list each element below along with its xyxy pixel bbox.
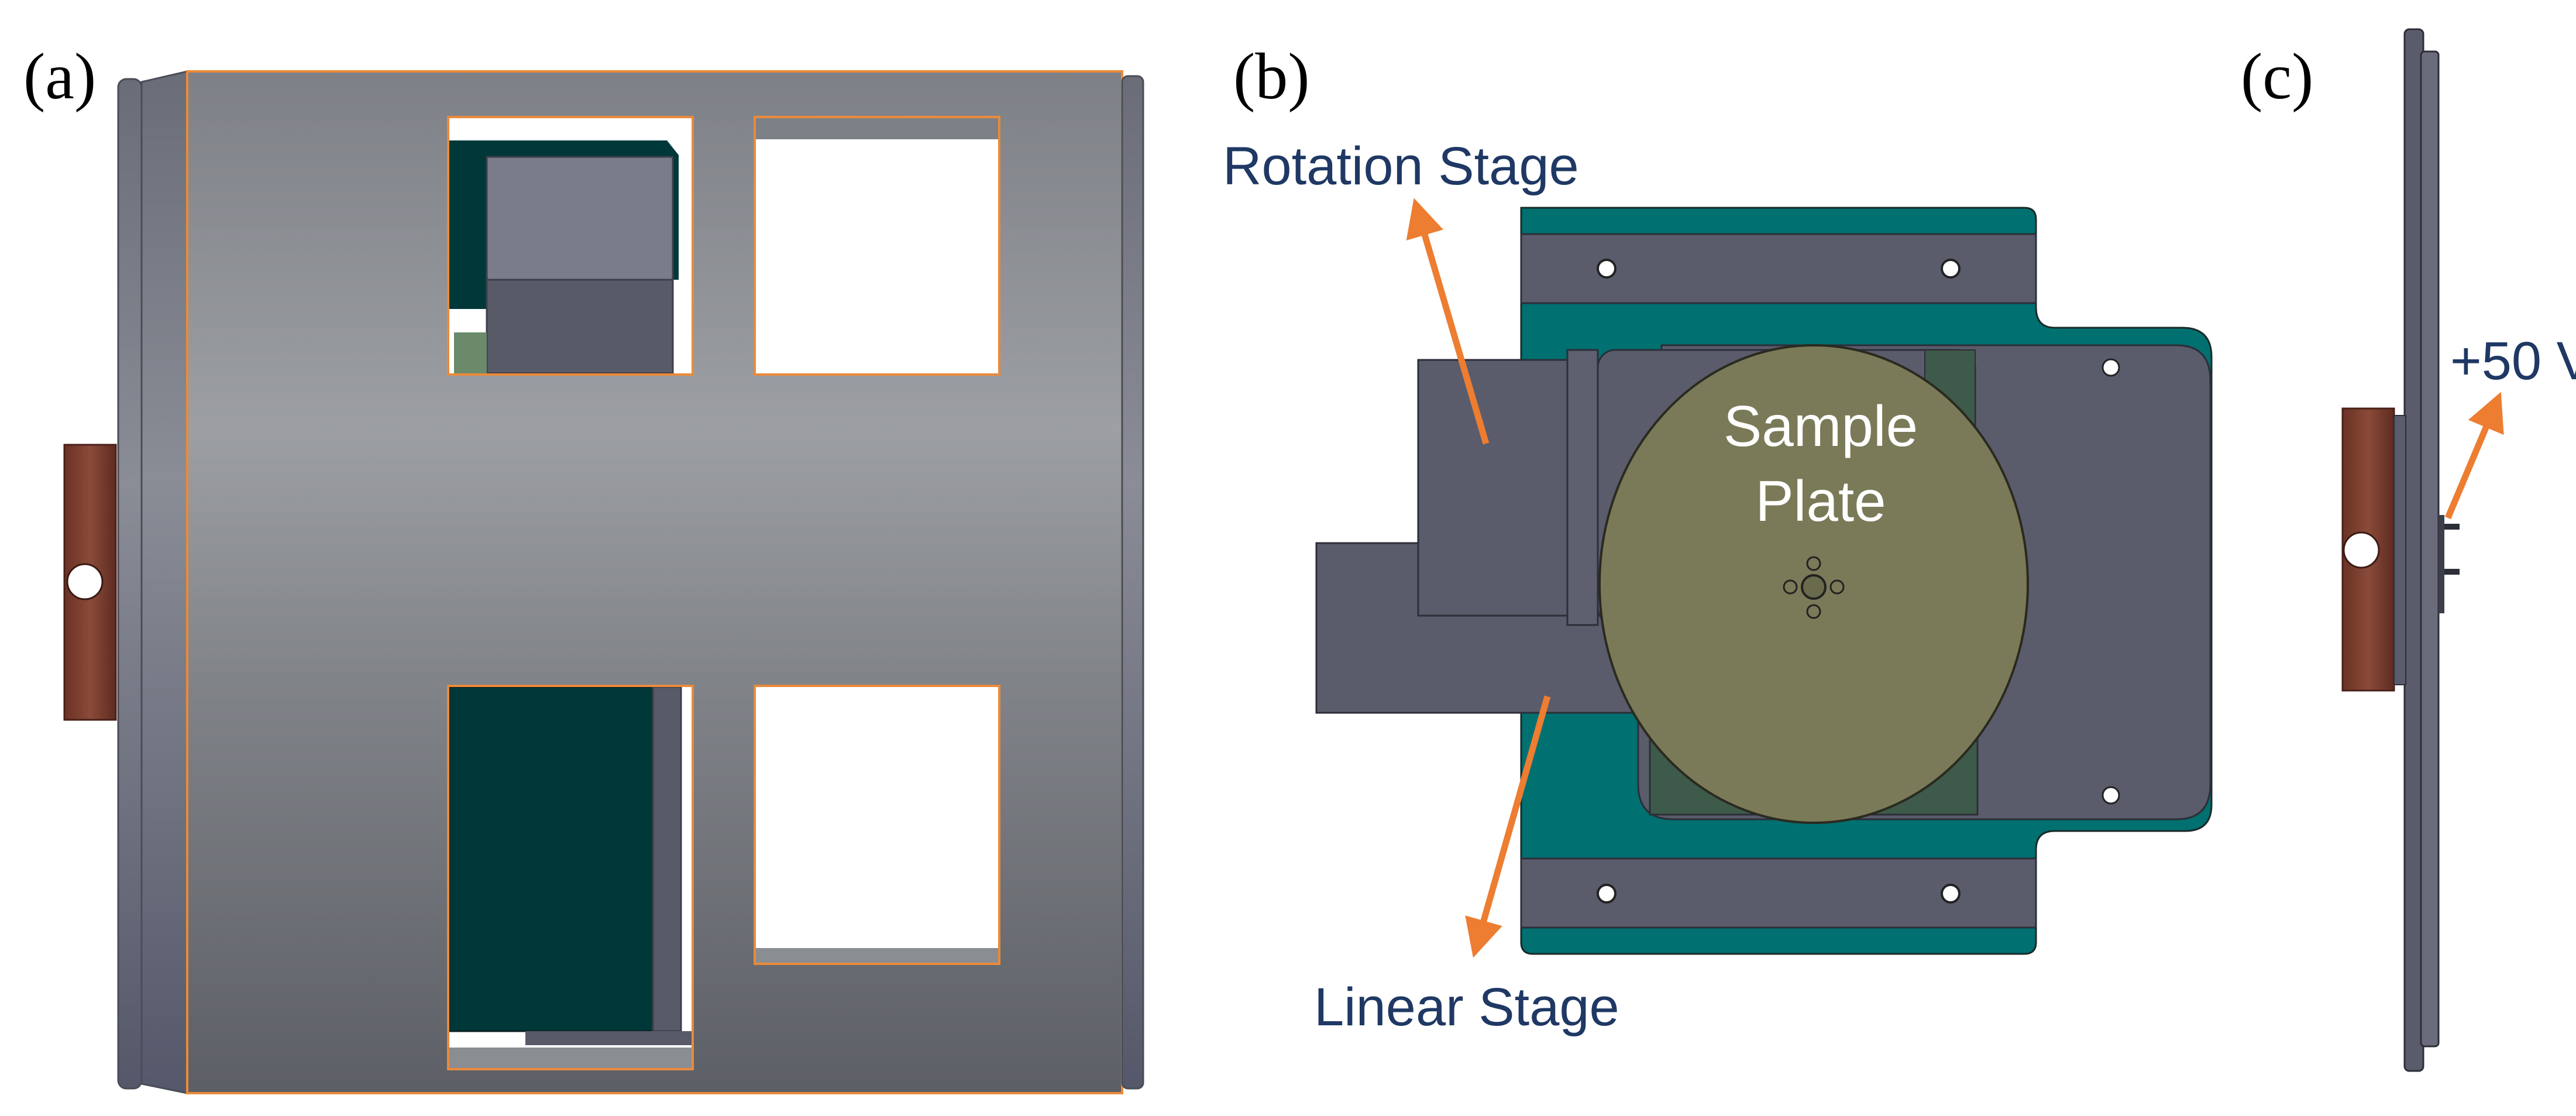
carriage-hole-bottom bbox=[2102, 786, 2120, 805]
panel-c-label: (c) bbox=[2241, 40, 2313, 113]
panel-b: (b) bbox=[1223, 40, 2213, 1037]
panel-a-label: (a) bbox=[23, 40, 96, 113]
window-top-right bbox=[754, 116, 1000, 376]
top-mounting-bar bbox=[1520, 233, 2037, 304]
sample-plate-label-line2: Plate bbox=[1755, 469, 1886, 533]
sample-plate-label-line1: Sample bbox=[1724, 394, 1918, 458]
linear-stage-label: Linear Stage bbox=[1314, 977, 1619, 1037]
linear-stage-arrow bbox=[1465, 695, 1551, 958]
panel-a: (a) bbox=[23, 40, 1144, 1094]
sample-plate: Sample Plate bbox=[1598, 344, 2029, 824]
side-plate-front bbox=[2420, 50, 2440, 1048]
window-bottom-left bbox=[447, 685, 694, 1070]
bottom-bar-hole-left bbox=[1597, 884, 1617, 904]
connector-pin-bottom bbox=[2439, 569, 2460, 575]
window-bottom-right bbox=[754, 685, 1000, 965]
voltage-arrow bbox=[2444, 392, 2504, 520]
rotation-stage-body bbox=[1417, 359, 1569, 617]
bottom-bar-hole-right bbox=[1941, 884, 1961, 904]
copper-mount-a bbox=[63, 444, 117, 721]
carriage-hole-top bbox=[2102, 358, 2120, 377]
panel-b-label: (b) bbox=[1233, 40, 1310, 113]
top-bar-hole-left bbox=[1597, 259, 1617, 279]
mount-hole-c bbox=[2343, 531, 2380, 569]
rotation-stage-label: Rotation Stage bbox=[1223, 136, 1579, 196]
mount-hole-a bbox=[66, 563, 104, 600]
top-bar-hole-right bbox=[1941, 259, 1961, 279]
voltage-label: +50 V bbox=[2450, 331, 2576, 391]
center-hole-pattern bbox=[1783, 556, 1845, 619]
cylinder-right-ring bbox=[1121, 75, 1144, 1090]
copper-mount-c bbox=[2341, 407, 2406, 692]
panel-c: (c) +50 V bbox=[2241, 28, 2576, 1072]
cylinder-left-ring bbox=[117, 70, 188, 1094]
bottom-mounting-bar bbox=[1520, 857, 2037, 929]
rotation-stage-arrow bbox=[1406, 198, 1490, 445]
connector-pin-top bbox=[2439, 524, 2460, 530]
window-top-left bbox=[447, 116, 694, 376]
